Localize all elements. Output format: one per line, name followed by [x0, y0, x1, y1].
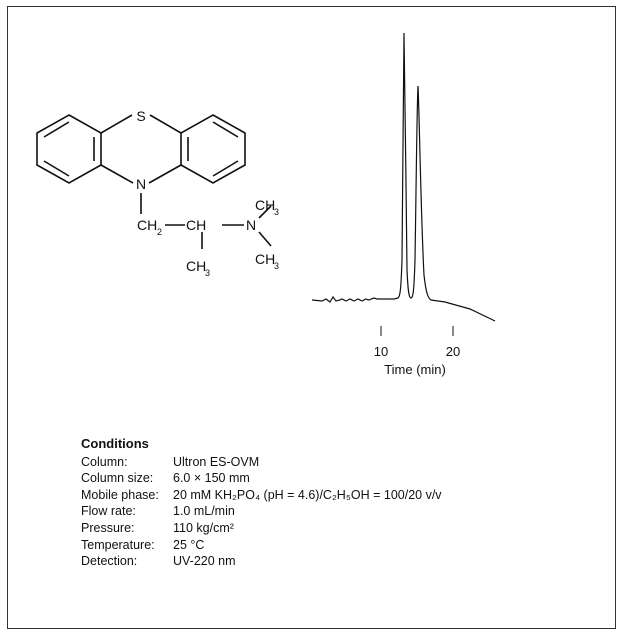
tick-label-20: 20 [446, 344, 460, 359]
chromatogram-trace [311, 32, 496, 322]
condition-value: 20 mM KH₂PO₄ (pH = 4.6)/C₂H₅OH = 100/20 … [173, 487, 442, 502]
condition-row: Mobile phase: 20 mM KH₂PO₄ (pH = 4.6)/C₂… [81, 487, 442, 504]
ch3-right-sub: 3 [274, 261, 279, 271]
right-benzene-ring [180, 114, 246, 184]
condition-label: Column: [81, 454, 128, 469]
condition-row: Flow rate: 1.0 mL/min [81, 503, 442, 520]
ch3-bottom-label: CH [186, 258, 206, 274]
condition-row: Temperature: 25 °C [81, 537, 442, 554]
left-benzene-ring [36, 114, 102, 184]
ch3-top-label: CH [255, 197, 275, 213]
x-axis-label: Time (min) [384, 362, 446, 377]
condition-row: Detection: UV-220 nm [81, 553, 442, 570]
figure-frame [7, 6, 616, 629]
ch3-bottom-sub: 3 [205, 268, 210, 278]
molecule-labels: S N CH 2 CH N CH 3 CH 3 CH 3 [136, 108, 279, 278]
condition-value: Ultron ES-OVM [173, 454, 260, 469]
ch2-label: CH [137, 217, 157, 233]
condition-label: Pressure: [81, 520, 135, 535]
atom-s-label: S [136, 108, 145, 124]
condition-value: UV-220 nm [173, 554, 236, 569]
condition-label: Column size: [81, 471, 154, 486]
condition-label: Temperature: [81, 537, 155, 552]
condition-label: Flow rate: [81, 504, 136, 519]
condition-value: 6.0 × 150 mm [173, 471, 250, 486]
condition-value: 110 kg/cm² [173, 520, 234, 535]
ch-label: CH [186, 217, 206, 233]
ch3-top-sub: 3 [274, 207, 279, 217]
condition-label: Mobile phase: [81, 487, 159, 502]
ch3-right-label: CH [255, 251, 275, 267]
atom-n-amine-label: N [246, 217, 256, 233]
conditions-title: Conditions [81, 436, 149, 451]
condition-row: Pressure: 110 kg/cm² [81, 520, 442, 537]
chromatogram: 10 20 Time (min) [311, 32, 496, 377]
atom-n-ring-label: N [136, 176, 146, 192]
molecule-structure [36, 114, 272, 249]
condition-row: Column: Ultron ES-OVM [81, 454, 442, 471]
condition-value: 25 °C [173, 537, 205, 552]
condition-row: Column size: 6.0 × 150 mm [81, 470, 442, 487]
condition-value: 1.0 mL/min [173, 504, 235, 519]
conditions-block: Conditions Column: Ultron ES-OVM Column … [81, 436, 442, 570]
ch2-sub: 2 [157, 227, 162, 237]
tick-label-10: 10 [374, 344, 388, 359]
condition-label: Detection: [81, 554, 138, 569]
